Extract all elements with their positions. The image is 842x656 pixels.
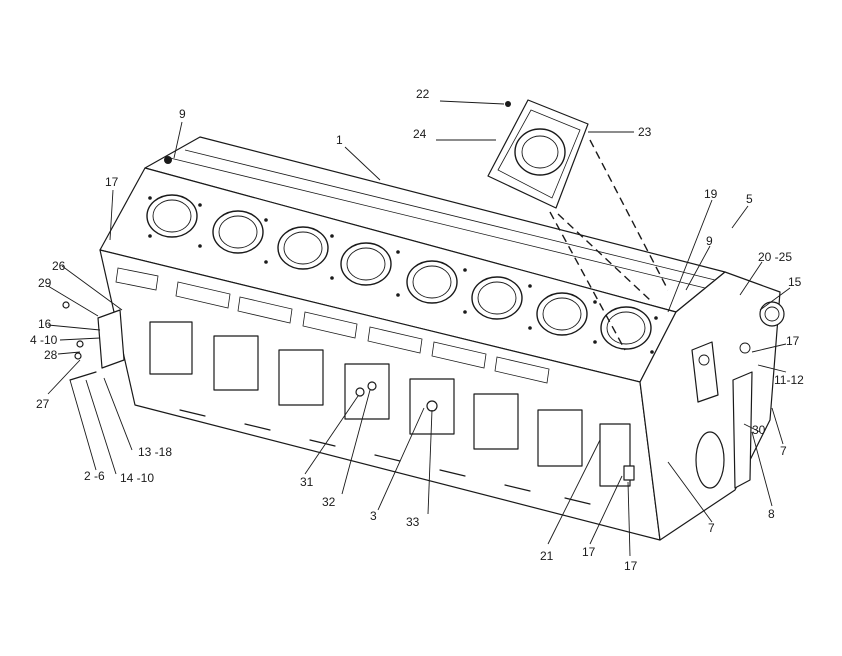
callout-14: 14 -10 xyxy=(120,471,154,485)
callout-31: 31 xyxy=(300,475,314,489)
callout-4: 4 -10 xyxy=(30,333,58,347)
assembly-paths xyxy=(549,139,669,351)
callout-19: 19 xyxy=(704,187,718,201)
side-pockets xyxy=(115,267,550,384)
callout-17b: 17 xyxy=(786,334,800,348)
end-port xyxy=(759,301,785,327)
crankcase-window-7 xyxy=(537,409,583,467)
callout-21: 21 xyxy=(540,549,554,563)
callout-27: 27 xyxy=(36,397,50,411)
callout-28: 28 xyxy=(44,348,58,362)
cylinder-bore-1 xyxy=(146,194,198,238)
block-top-rail xyxy=(169,157,706,289)
stud-holes xyxy=(148,156,658,354)
crankcase-windows xyxy=(149,321,631,487)
callout-32: 32 xyxy=(322,495,336,509)
cylinder-bore-6 xyxy=(471,276,523,320)
left-small-parts xyxy=(62,301,125,381)
callout-17c: 17 xyxy=(582,545,596,559)
leader-lines xyxy=(47,100,791,557)
crankcase-window-1 xyxy=(149,321,193,375)
callout-33: 33 xyxy=(406,515,420,529)
callout-30: 30 xyxy=(752,423,766,437)
cylinder-bore-4 xyxy=(340,242,392,286)
callout-3: 3 xyxy=(370,509,377,523)
callout-15: 15 xyxy=(788,275,802,289)
engine-block xyxy=(99,136,785,541)
callout-26: 26 xyxy=(52,259,66,273)
callout-7a: 7 xyxy=(780,444,787,458)
crankcase-window-4 xyxy=(344,363,390,420)
callout-5: 5 xyxy=(746,192,753,206)
end-mount-plate xyxy=(732,371,753,489)
block-right-end-face xyxy=(639,271,781,541)
liner-plate xyxy=(487,99,589,209)
callout-8: 8 xyxy=(768,507,775,521)
callout-13: 13 -18 xyxy=(138,445,172,459)
callout-7b: 7 xyxy=(708,521,715,535)
callout-20: 20 -25 xyxy=(758,250,792,264)
cylinder-bore-8 xyxy=(600,306,652,350)
callout-9a: 9 xyxy=(179,107,186,121)
callout-2: 2 -6 xyxy=(84,469,105,483)
cover-plate xyxy=(97,309,125,369)
end-face-features xyxy=(691,301,785,489)
side-bolts xyxy=(355,381,635,481)
callout-labels: 1 9 17 22 24 23 19 5 9 20 -25 15 17 11-1… xyxy=(30,87,804,573)
crankcase-window-2 xyxy=(213,335,259,391)
cylinder-bore-7 xyxy=(536,292,588,336)
callout-17d: 17 xyxy=(624,559,638,573)
callout-9b: 9 xyxy=(706,234,713,248)
block-top-rail-inner xyxy=(184,149,716,281)
crankcase-window-6 xyxy=(473,393,519,450)
callout-11: 11-12 xyxy=(774,373,804,387)
bottom-slots xyxy=(179,409,591,505)
callout-17a: 17 xyxy=(105,175,119,189)
end-bracket xyxy=(691,341,719,403)
cylinder-bore-5 xyxy=(406,260,458,304)
callout-1: 1 xyxy=(336,133,343,147)
cylinder-bores xyxy=(146,194,652,350)
callout-23: 23 xyxy=(638,125,652,139)
end-gear-opening xyxy=(695,431,725,489)
cylinder-bore-2 xyxy=(212,210,264,254)
callout-16: 16 xyxy=(38,317,52,331)
crankcase-window-3 xyxy=(278,349,324,406)
callout-29: 29 xyxy=(38,276,52,290)
callout-24: 24 xyxy=(413,127,427,141)
cylinder-bore-3 xyxy=(277,226,329,270)
callout-22: 22 xyxy=(416,87,430,101)
